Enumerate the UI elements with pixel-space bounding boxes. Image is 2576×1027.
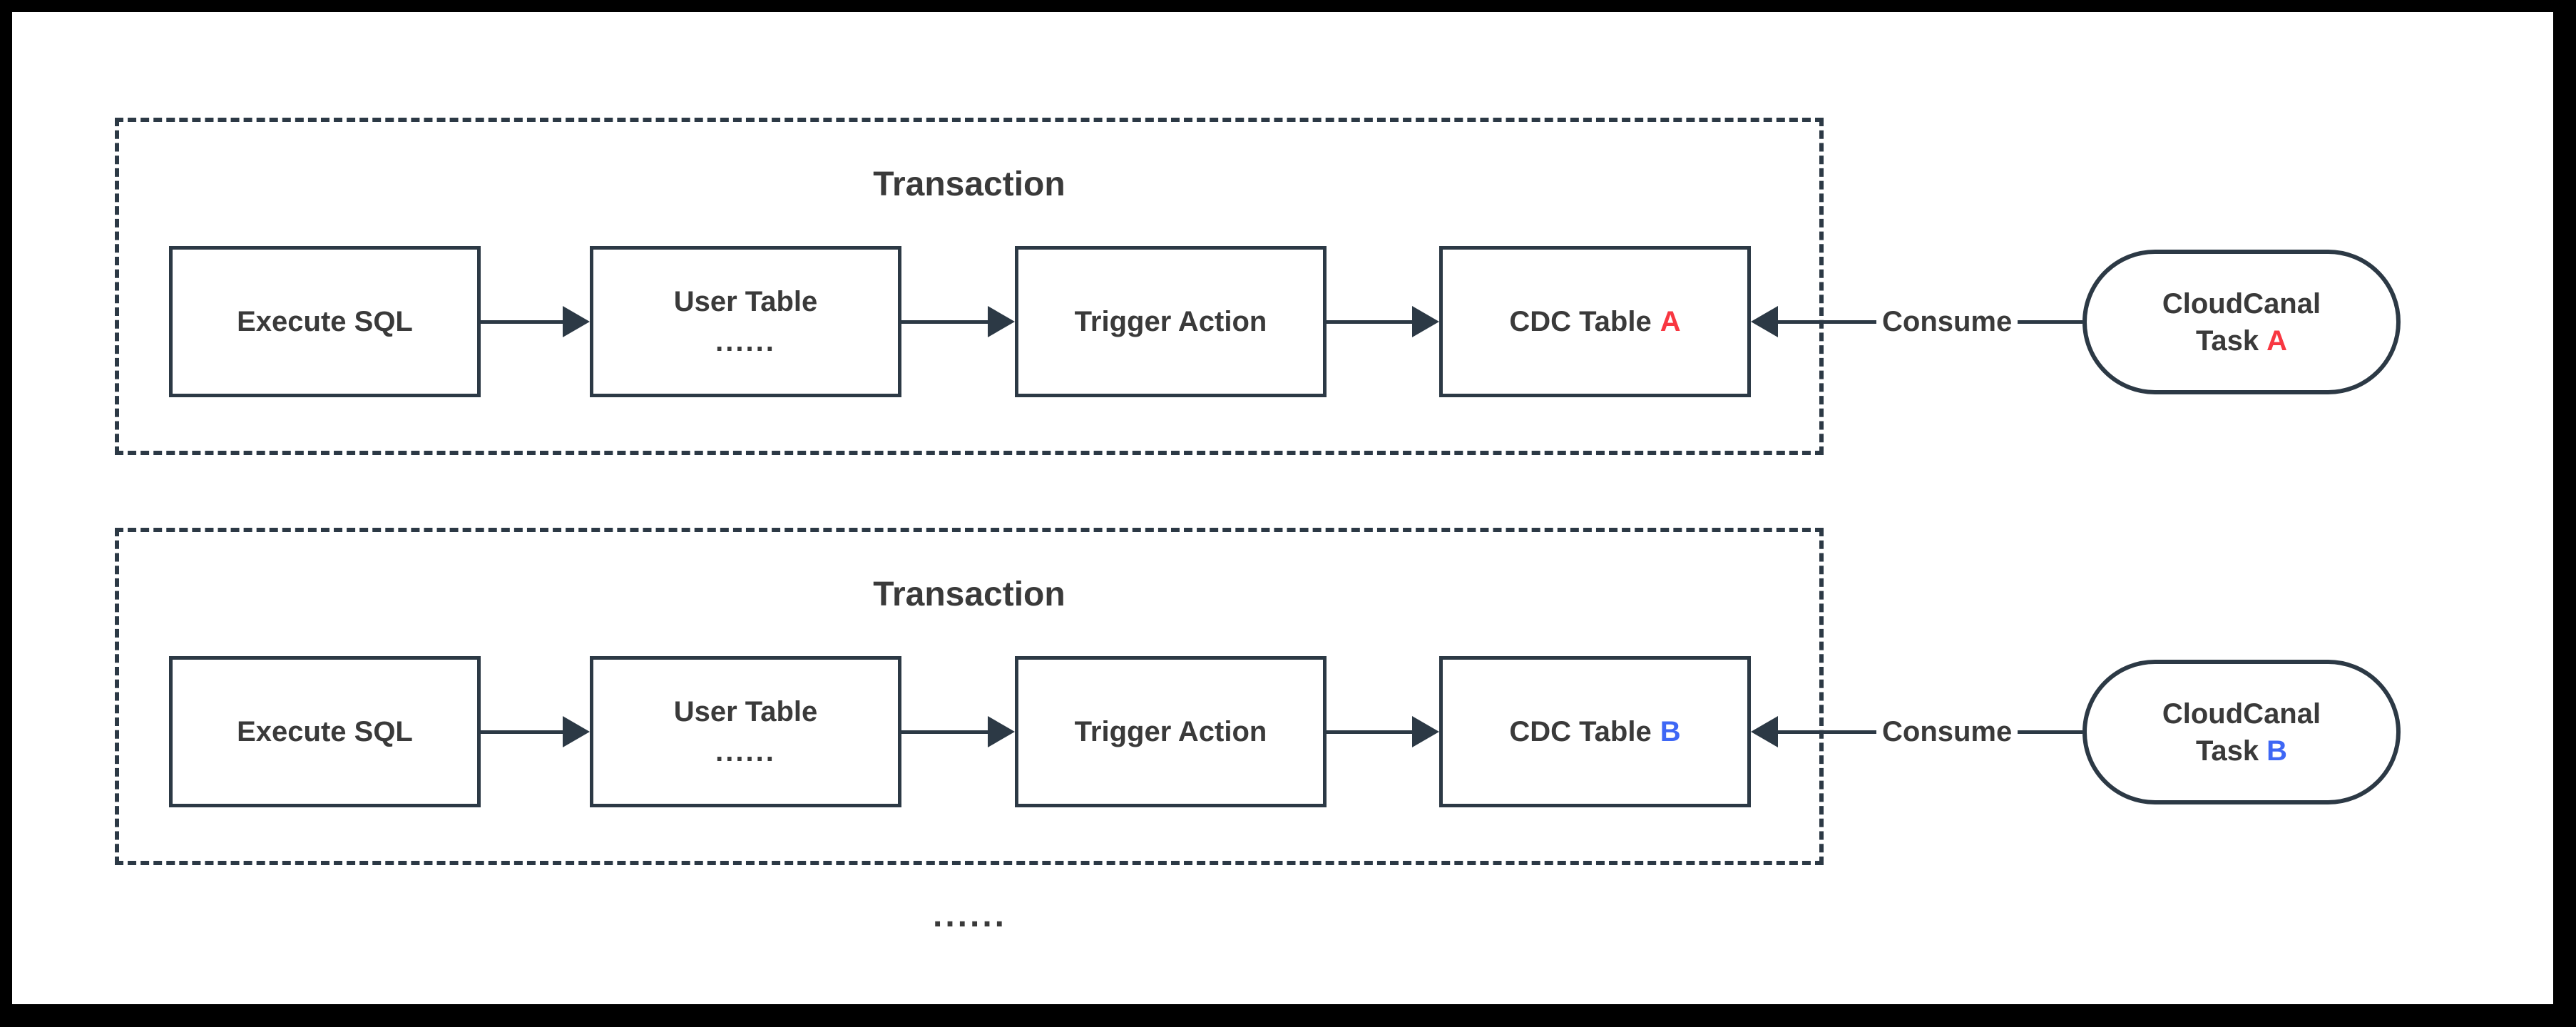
- arrow-shaft: [901, 320, 991, 324]
- task-label-line1: CloudCanal: [2162, 287, 2321, 320]
- node-label: Execute SQL: [237, 306, 413, 337]
- node-ellipsis: ......: [715, 736, 776, 767]
- arrow-shaft: [1327, 320, 1415, 324]
- node-ellipsis: ......: [715, 326, 776, 357]
- transaction-boundary: [115, 118, 1824, 455]
- arrow-shaft: [481, 730, 566, 734]
- arrow-head-icon: [1412, 716, 1439, 747]
- more-groups-ellipsis: ......: [932, 896, 1007, 934]
- node-label: CDC Table: [1509, 716, 1652, 747]
- execute-sql-node: Execute SQL: [169, 656, 481, 807]
- execute-sql-node: Execute SQL: [169, 246, 481, 397]
- flow-arrow: [481, 716, 590, 747]
- task-suffix: B: [2266, 735, 2288, 767]
- node-label: Trigger Action: [1074, 716, 1267, 747]
- flow-arrow: [901, 306, 1015, 337]
- task-label-line2: Task: [2195, 325, 2259, 357]
- node-label: User Table: [673, 286, 818, 317]
- transaction-title: Transaction: [873, 165, 1065, 203]
- node-label: Trigger Action: [1074, 306, 1267, 337]
- node-label: Execute SQL: [237, 716, 413, 747]
- user-table-node: User Table ......: [590, 656, 901, 807]
- arrow-head-icon: [1412, 306, 1439, 337]
- cdc-table-b-node: CDC Table B: [1439, 656, 1751, 807]
- transaction-boundary: [115, 528, 1824, 865]
- node-label: CDC Table: [1509, 306, 1652, 337]
- arrow-head-icon: [988, 306, 1015, 337]
- arrow-shaft: [1327, 730, 1415, 734]
- arrow-shaft: [481, 320, 566, 324]
- trigger-action-node: Trigger Action: [1015, 246, 1327, 397]
- arrow-head-icon: [1751, 306, 1778, 337]
- task-label-line1: CloudCanal: [2162, 698, 2321, 730]
- diagram-surface: [12, 12, 2553, 1004]
- flow-arrow: [1327, 306, 1439, 337]
- cdc-table-suffix: B: [1660, 716, 1681, 747]
- flow-arrow: [1327, 716, 1439, 747]
- cloudcanal-task-b-node: CloudCanal Task B: [2082, 660, 2401, 804]
- arrow-head-icon: [1751, 716, 1778, 747]
- arrow-head-icon: [563, 306, 590, 337]
- consume-label: Consume: [1876, 712, 2018, 752]
- arrow-shaft: [901, 730, 991, 734]
- flow-arrow: [481, 306, 590, 337]
- transaction-title: Transaction: [873, 576, 1065, 613]
- task-suffix: A: [2266, 325, 2288, 357]
- trigger-action-node: Trigger Action: [1015, 656, 1327, 807]
- task-label-line2: Task: [2195, 735, 2259, 767]
- cloudcanal-task-a-node: CloudCanal Task A: [2082, 250, 2401, 394]
- arrow-head-icon: [988, 716, 1015, 747]
- cdc-table-a-node: CDC Table A: [1439, 246, 1751, 397]
- flow-arrow: [901, 716, 1015, 747]
- transaction-group-a: Transaction Execute SQL User Table .....…: [115, 118, 2408, 455]
- arrow-head-icon: [563, 716, 590, 747]
- cdc-table-suffix: A: [1660, 306, 1681, 337]
- user-table-node: User Table ......: [590, 246, 901, 397]
- transaction-group-b: Transaction Execute SQL User Table .....…: [115, 528, 2408, 865]
- node-label: User Table: [673, 696, 818, 727]
- consume-label: Consume: [1876, 302, 2018, 342]
